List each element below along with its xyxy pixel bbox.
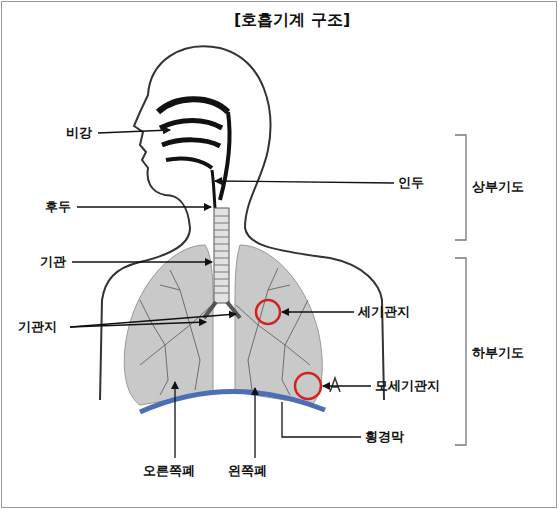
part-label: 인두 — [398, 174, 424, 192]
part-label: 오른쪽폐 — [143, 462, 195, 480]
part-label: 세기관지 — [358, 303, 410, 321]
part-label: 기관 — [40, 253, 66, 271]
part-label: 기관지 — [18, 318, 57, 336]
part-label: 하부기도 — [472, 344, 524, 362]
part-label: 상부기도 — [472, 178, 524, 196]
diagram-title: [호흡기계 구조] — [234, 10, 350, 31]
part-label: 왼쪽폐 — [228, 462, 267, 480]
part-label: 비강 — [66, 124, 92, 142]
part-label: 후두 — [45, 198, 71, 216]
part-label: 횡경막 — [365, 428, 404, 446]
part-label: 모세기관지 — [375, 377, 440, 395]
